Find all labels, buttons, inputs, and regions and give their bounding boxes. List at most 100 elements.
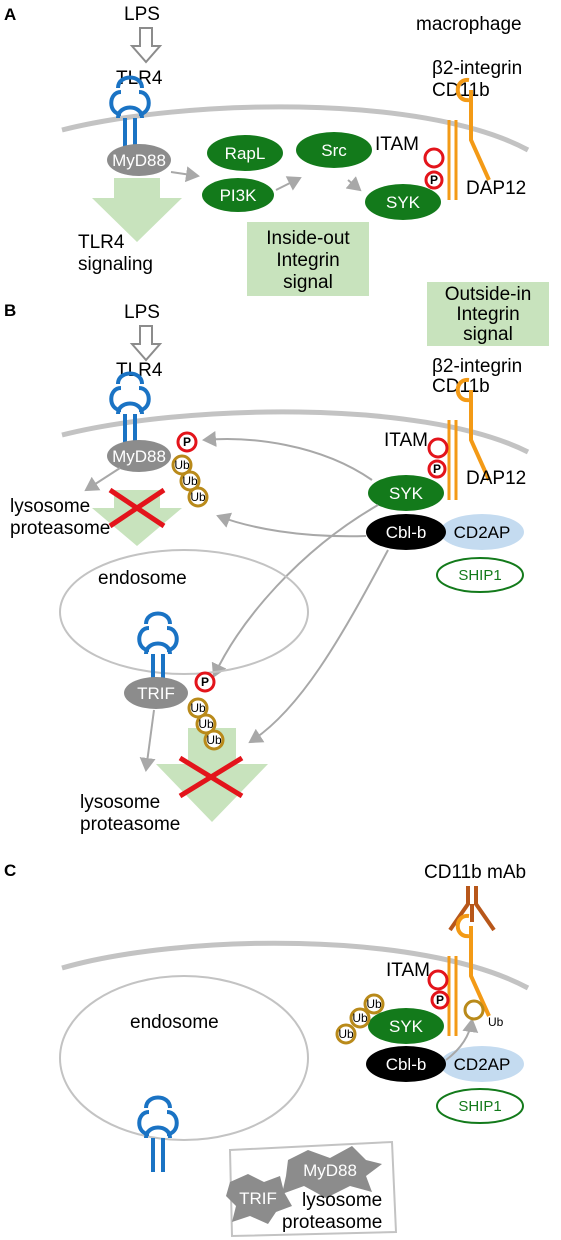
outside-in-label2: Integrin (456, 304, 519, 325)
lysosome-label-b1: lysosome (10, 496, 90, 517)
pi3k-node (202, 178, 274, 212)
trif-phospho-label: P (201, 675, 209, 689)
myd88-phospho (176, 431, 198, 453)
cblb-to-integrin-ub-arrow (445, 1018, 479, 1061)
rapl-node (207, 135, 283, 171)
integrin-ub-label: Ub (488, 1015, 504, 1029)
dap12-label-b: DAP12 (466, 468, 526, 489)
ship1-label-c: SHIP1 (458, 1098, 501, 1115)
cd2ap-node-b (440, 514, 524, 550)
trif-ub-2 (195, 713, 217, 735)
itam-label-b: ITAM (384, 430, 428, 451)
syk-label-c: SYK (389, 1017, 424, 1036)
cblb-label-b: Cbl-b (386, 523, 427, 542)
syk-ub-3 (335, 1023, 357, 1045)
red-x-b2b (178, 755, 244, 799)
cd11b-mab-antibody (448, 886, 496, 932)
syk-ub-label-2: Ub (352, 1011, 368, 1025)
membrane-a (61, 104, 530, 153)
ship1-node-c (436, 1088, 524, 1124)
syk-ub-2 (349, 1007, 371, 1029)
trif-to-lysosome-arrow (139, 709, 156, 772)
src-node (296, 132, 372, 168)
panel-a-letter: A (4, 5, 16, 24)
dap12-label-a: DAP12 (466, 178, 526, 199)
myd88-ub-2 (179, 470, 201, 492)
syk-to-myd88-arrow (202, 430, 373, 481)
proteasome-label-b2: proteasome (80, 814, 180, 835)
itam-label-a: ITAM (375, 134, 419, 155)
myd88-degraded-burst (282, 1146, 382, 1198)
myd88-ub-label-3: Ub (190, 490, 206, 504)
integrin-label-b1: β2-integrin (432, 356, 522, 377)
itam-circle-c (427, 969, 449, 991)
proteasome-label-c: proteasome (282, 1212, 382, 1233)
syk-ub-label-1: Ub (366, 997, 382, 1011)
rapl-label: RapL (225, 144, 266, 163)
inside-out-label3: signal (283, 272, 333, 293)
blocked-signal-arrow-b1 (92, 490, 182, 546)
integrin-label-b2: CD11b (432, 376, 490, 397)
trif-ub-label-3: Ub (206, 733, 222, 747)
trif-ub-label-1: Ub (190, 701, 206, 715)
myd88-ub-1 (171, 454, 193, 476)
myd88-ub-label-2: Ub (182, 474, 198, 488)
integrin-label-a1: β2-integrin (432, 58, 522, 79)
cblb-to-trif-arrow (248, 549, 389, 744)
itam-circle-a (423, 147, 445, 169)
inside-out-box (247, 222, 369, 296)
src-to-syk-arrow (345, 176, 362, 192)
trif-ub-label-2: Ub (198, 717, 214, 731)
syk-to-trif-arrow (211, 504, 379, 678)
phospho-p-a (424, 170, 444, 190)
trif-degraded-burst (226, 1174, 292, 1224)
itam-label-c: ITAM (386, 960, 430, 981)
lps-label-a: LPS (124, 4, 160, 25)
outside-in-label1: Outside-in (445, 284, 532, 305)
lps-arrow-a (129, 27, 163, 64)
outside-in-label3: signal (463, 324, 513, 345)
cd11b-mab-label: CD11b mAb (424, 862, 526, 883)
syk-label-a: SYK (386, 193, 421, 212)
panel-c-letter: C (4, 861, 16, 880)
panel-c: C CD11b mAb ITAM P SYK Ub Ub Ub CD2AP Cb… (4, 861, 530, 1238)
syk-node-c (368, 1008, 444, 1044)
lps-arrow-b (129, 325, 163, 362)
membrane-b (61, 409, 530, 455)
trif-ub-3 (203, 729, 225, 751)
integrin-ub (463, 999, 485, 1021)
cblb-to-myd88-arrow (216, 512, 367, 538)
panel-b: B LPS TLR4 Outside-in Integrin signal β2… (4, 282, 549, 835)
trif-node-b (124, 677, 188, 709)
tlr4-receptor-b (109, 371, 151, 450)
cblb-label-c: Cbl-b (386, 1055, 427, 1074)
proteasome-label-b1: proteasome (10, 518, 110, 539)
syk-node-b (368, 475, 444, 511)
cd2ap-label-b: CD2AP (454, 523, 511, 542)
phospho-p-c (430, 990, 450, 1010)
syk-label-b: SYK (389, 484, 424, 503)
lysosome-label-c: lysosome (302, 1190, 382, 1211)
cblb-node-c (366, 1046, 446, 1082)
tlr4-label-a: TLR4 (116, 68, 163, 89)
myd88-to-lysosome-arrow (84, 467, 121, 492)
pi3k-to-src-arrow (275, 176, 302, 191)
pi3k-label: PI3K (220, 186, 258, 205)
cell-label: macrophage (416, 14, 522, 35)
syk-phospho-label-b: P (433, 462, 441, 476)
lps-label-b: LPS (124, 302, 160, 323)
tlr4-signaling-arrow (92, 178, 182, 242)
syk-ub-1 (363, 993, 385, 1015)
cd2ap-node-c (440, 1046, 524, 1082)
lysosome-label-b2: lysosome (80, 792, 160, 813)
panel-b-letter: B (4, 301, 16, 320)
trif-ub-1 (187, 697, 209, 719)
src-label: Src (321, 141, 347, 160)
cd2ap-label-c: CD2AP (454, 1055, 511, 1074)
myd88-node-b (107, 440, 171, 472)
endosome-label-b: endosome (98, 568, 187, 589)
itam-circle-b (427, 437, 449, 459)
ship1-node-b (436, 557, 524, 593)
red-x-b1b (108, 487, 166, 529)
